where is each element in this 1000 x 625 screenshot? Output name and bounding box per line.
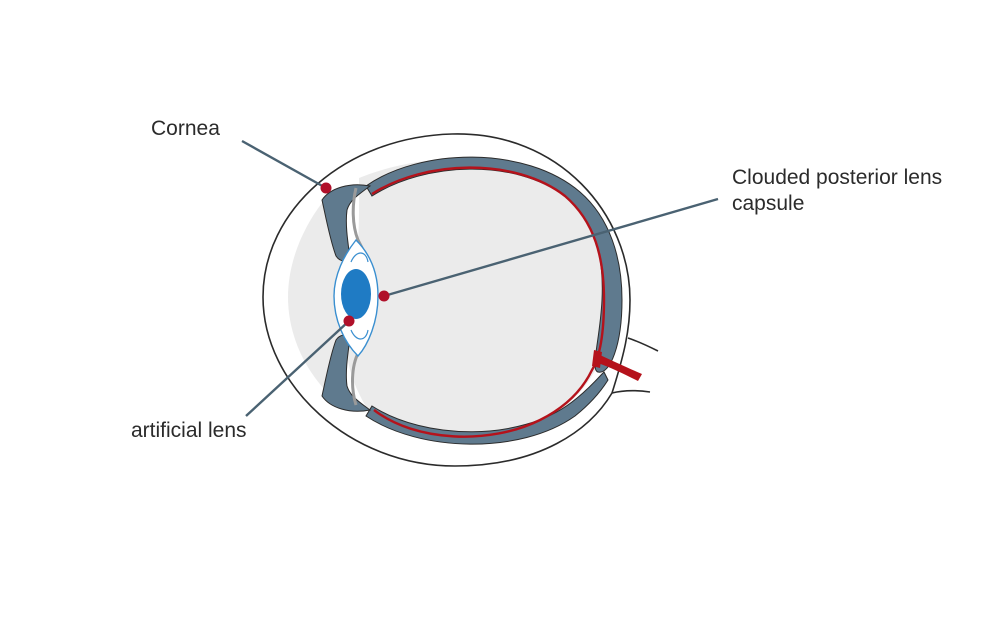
leader-line-posterior-capsule (383, 197, 719, 298)
vitreous-body (345, 158, 612, 438)
leader-line-cornea (241, 139, 327, 190)
anterior-chamber (288, 190, 345, 398)
optic-disc (592, 350, 602, 368)
label-clouded-posterior-lens-capsule-line1: Clouded posterior lens (732, 166, 943, 189)
artificial-lens-optic (341, 269, 371, 319)
marker-posterior-capsule (378, 290, 390, 302)
label-clouded-posterior-lens-capsule-line2: capsule (732, 192, 805, 215)
label-cornea: Cornea (151, 117, 220, 140)
label-artificial-lens: artificial lens (131, 419, 247, 442)
artificial-lens-haptic-upper (350, 252, 369, 263)
marker-artificial-lens (343, 315, 355, 327)
optic-nerve-sheath-lower (611, 389, 651, 394)
optic-nerve-vessel (598, 355, 642, 381)
choroid-layer-lower (365, 371, 609, 445)
optic-nerve-sheath-upper (627, 337, 659, 352)
marker-cornea (320, 182, 332, 194)
iris-lower (321, 334, 372, 412)
retina (371, 166, 606, 438)
leader-line-artificial-lens (245, 320, 350, 417)
iris-upper (321, 184, 372, 262)
artificial-lens-haptic-lower (350, 329, 369, 340)
label-clouded-posterior-lens-capsule: Clouded posterior lens capsule (732, 165, 942, 217)
